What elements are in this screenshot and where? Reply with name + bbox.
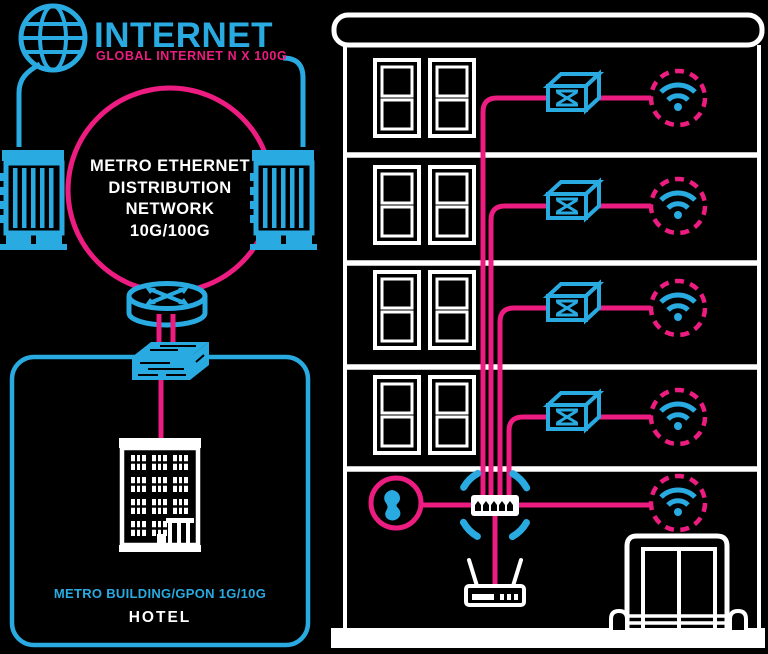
wifi-ap-icon (651, 390, 705, 444)
apartment-window-icon (428, 375, 476, 455)
apartment-building-diagram (331, 12, 765, 648)
apartment-window-icon (428, 270, 476, 350)
access-switch-icon (455, 465, 535, 545)
wifi-ap-icon (651, 281, 705, 335)
metro-ring-line: DISTRIBUTION (108, 178, 232, 197)
apartment-window-icon (373, 165, 421, 245)
internet-title: INTERNET (94, 16, 273, 55)
apartment-window-icon (428, 165, 476, 245)
link-internet-right (282, 55, 306, 147)
link-riser-floor4 (506, 414, 651, 497)
internet-building-icon (0, 150, 67, 250)
apartment-window-icon (428, 58, 476, 138)
wifi-router-icon (464, 558, 526, 607)
switch-icon (132, 342, 209, 380)
router-icon (126, 281, 208, 328)
building-base (331, 628, 765, 648)
metro-ring-line: 10G/100G (129, 221, 211, 240)
link-riser-floor2 (488, 203, 651, 497)
globe-icon (18, 3, 88, 73)
apartment-window-icon (373, 270, 421, 350)
hotel-caption: METRO BUILDING/GPON 1G/10G (53, 586, 267, 601)
hotel-label: HOTEL (128, 609, 192, 626)
wifi-ap-icon (651, 179, 705, 233)
internet-subtitle: GLOBAL INTERNET N X 100G (96, 49, 288, 63)
fiber-drop-icon (368, 475, 424, 531)
hotel-entrance (157, 518, 194, 545)
wifi-ap-icon (651, 71, 705, 125)
wifi-ap-icon (651, 476, 705, 530)
media-converter-icon (546, 282, 601, 322)
media-converter-icon (546, 72, 601, 112)
apartment-window-icon (373, 58, 421, 138)
media-converter-icon (546, 180, 601, 220)
metro-ring-label: METRO ETHERNET DISTRIBUTION NETWORK 10G/… (68, 156, 272, 242)
building-cornice (331, 12, 765, 48)
link-riser-floor3 (497, 305, 651, 497)
metro-ring-line: METRO ETHERNET (89, 157, 251, 175)
media-converter-icon (546, 391, 601, 431)
metro-ring-line: NETWORK (125, 200, 215, 218)
apartment-window-icon (373, 375, 421, 455)
metro-network-diagram (0, 3, 330, 648)
hotel-building-icon (119, 438, 201, 552)
entrance-door-icon (609, 533, 748, 632)
link-internet-left (16, 61, 42, 147)
link-riser-floor1 (480, 95, 651, 497)
